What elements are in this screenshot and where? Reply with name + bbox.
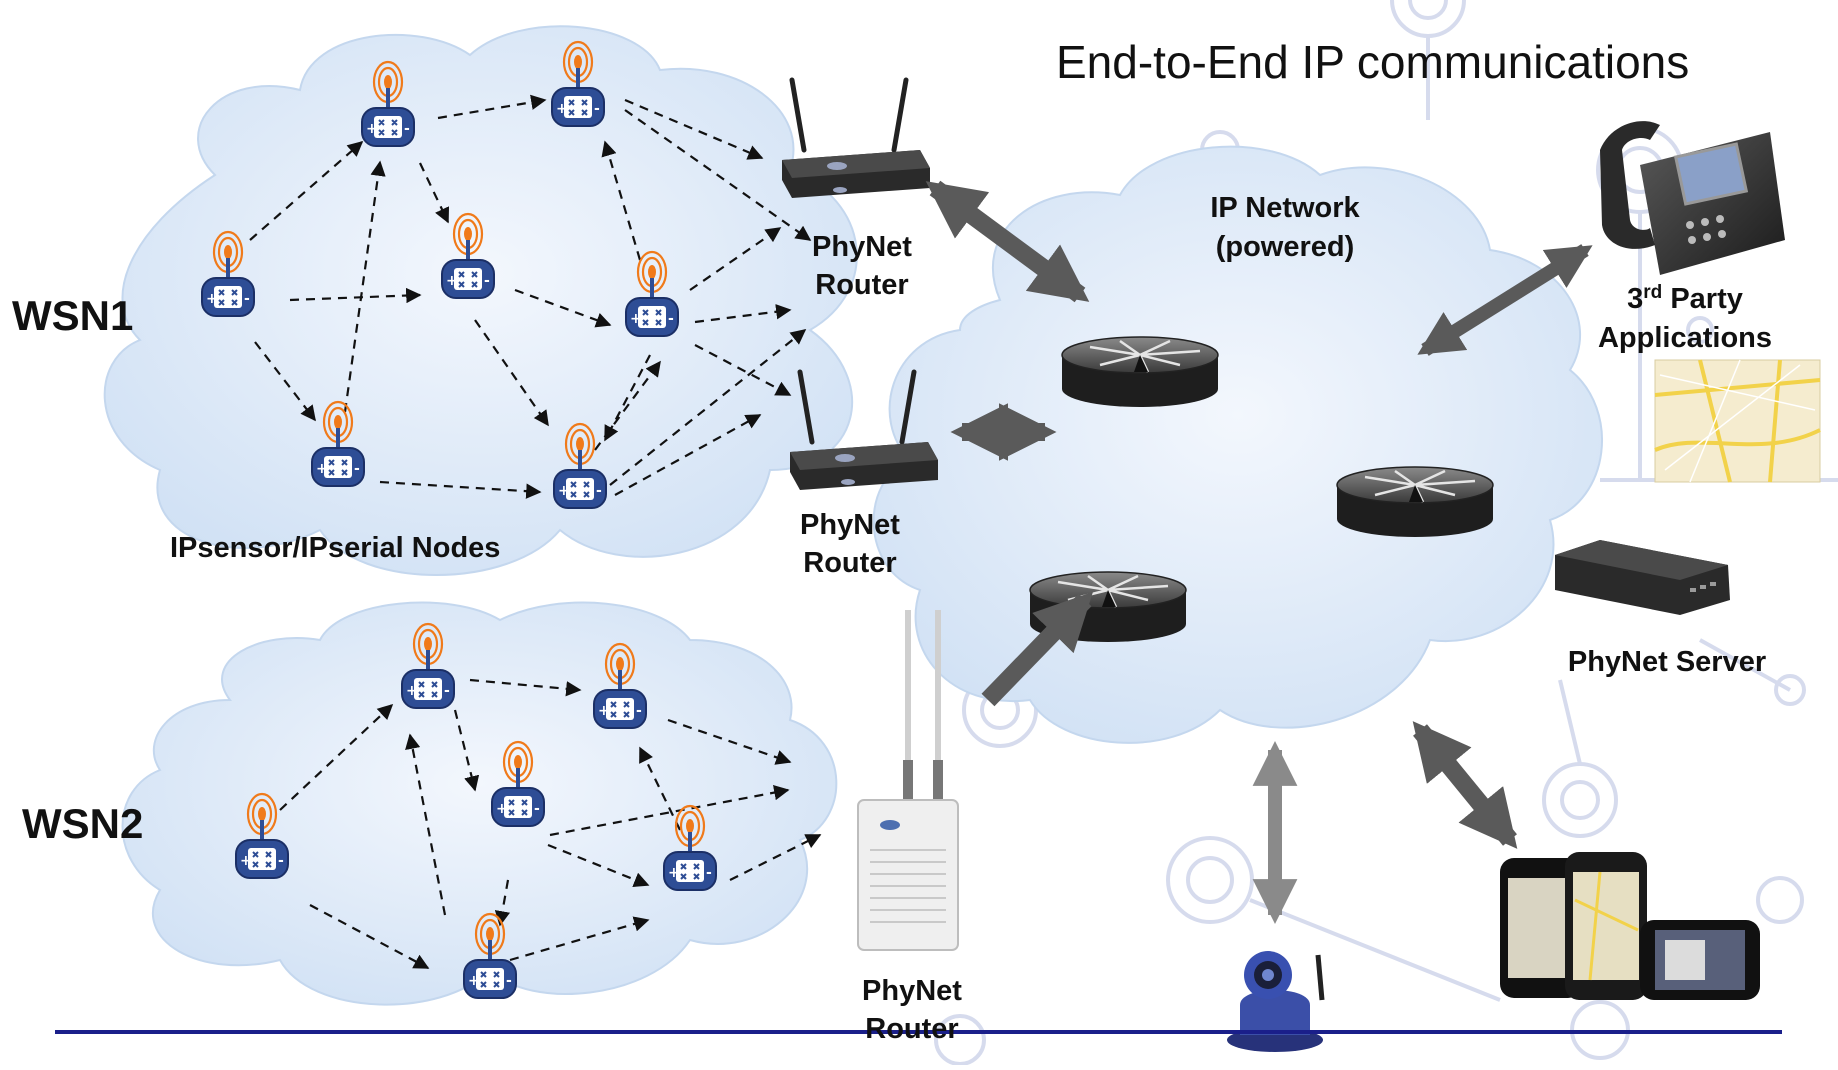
router-3-label-line2: Router (865, 1013, 958, 1045)
wsn1-links (249, 94, 812, 499)
third-party-label-line2: Applications (1598, 322, 1772, 354)
wsn2-links (279, 678, 822, 969)
third-party-superscript: rd (1643, 282, 1662, 303)
third-party-prefix: 3 (1627, 283, 1643, 315)
wsn1-cloud (103, 25, 858, 576)
router-2-label-line2: Router (803, 547, 896, 579)
wsn2-cloud (121, 601, 838, 1006)
router-3-label-line1: PhyNet (862, 975, 962, 1007)
server-label: PhyNet Server (1568, 646, 1766, 678)
ip-network-label-line2: (powered) (1216, 231, 1355, 263)
core-router-icon (1060, 335, 1220, 409)
third-party-label-line1: 3rd Party (1627, 282, 1743, 315)
nodes-caption: IPsensor/IPserial Nodes (170, 532, 500, 564)
ip-phone-icon (1600, 121, 1785, 275)
router-2-label-line1: PhyNet (800, 509, 900, 541)
map-icon (1654, 359, 1821, 483)
wsn1-label: WSN1 (12, 292, 133, 339)
ip-camera-icon (1227, 951, 1325, 1052)
outdoor-router-icon (857, 610, 959, 951)
ip-network-label-line1: IP Network (1210, 192, 1360, 224)
wireless-router-icon (782, 80, 930, 198)
wsn2-label: WSN2 (22, 800, 143, 847)
core-router-icon (1335, 465, 1495, 539)
ip-links (925, 180, 1593, 924)
third-party-suffix: Party (1662, 283, 1743, 315)
router-1-label-line2: Router (815, 269, 908, 301)
router-1-label-line1: PhyNet (812, 231, 912, 263)
server-icon (1555, 540, 1730, 615)
page-title: End-to-End IP communications (1056, 36, 1689, 88)
smartphone-icon (1500, 852, 1760, 1000)
